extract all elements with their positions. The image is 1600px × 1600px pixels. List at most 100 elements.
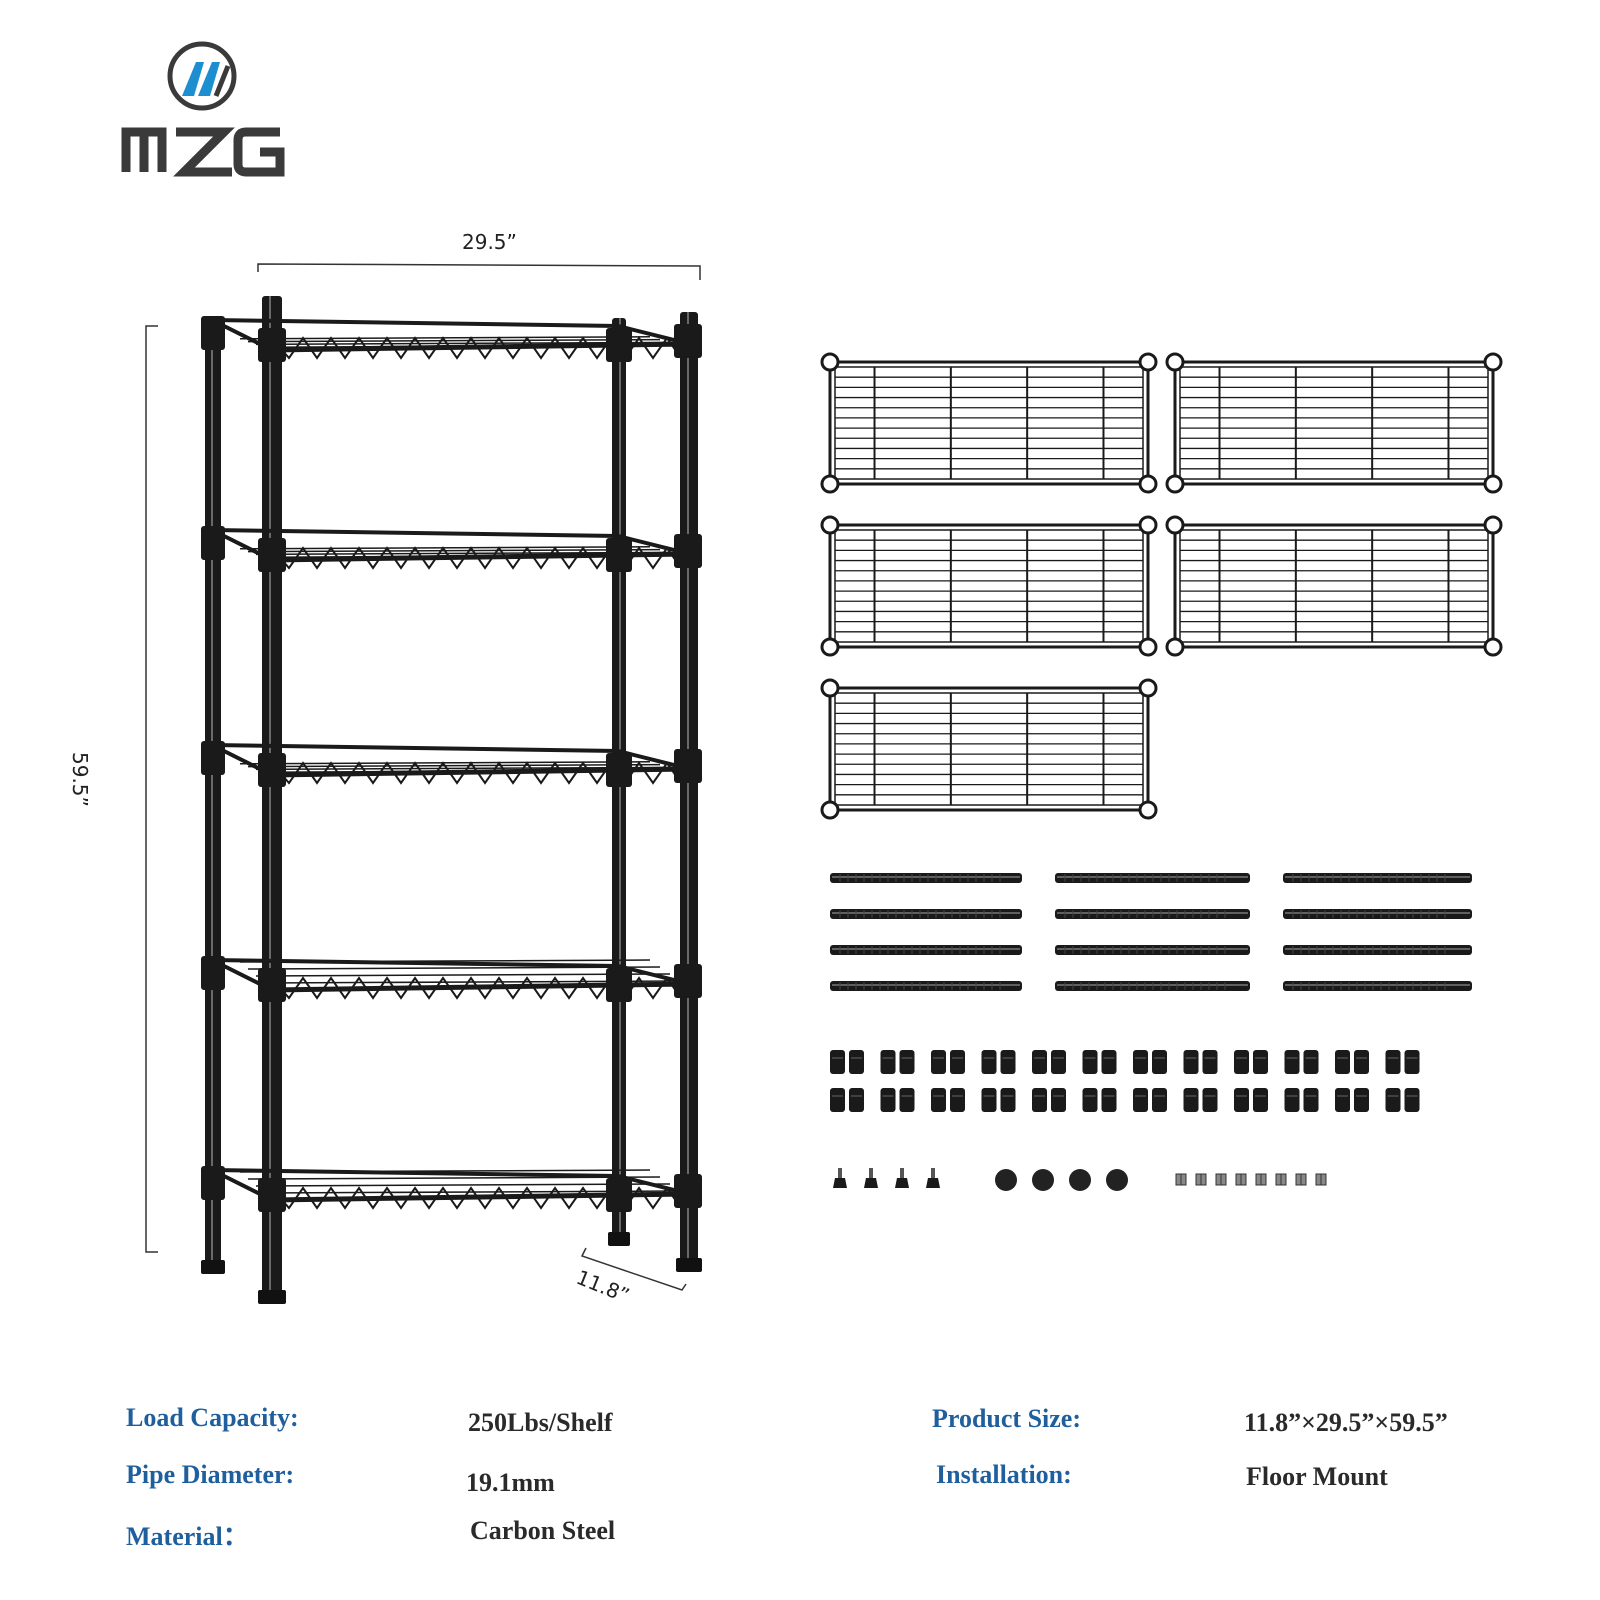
end-cap-icon: [1069, 1169, 1091, 1191]
shelf-wire: [247, 966, 661, 970]
shelf-clip-pair: [981, 1088, 1016, 1112]
pole-segment: [1283, 945, 1472, 955]
shelf-clip-pair: [1133, 1088, 1167, 1112]
panel-inner-frame: [834, 529, 1144, 643]
shelf-clip-pair: [830, 1088, 864, 1112]
shelf-clip-pair: [1284, 1088, 1319, 1112]
clip-half: [1051, 1088, 1066, 1112]
clip-half: [830, 1088, 845, 1112]
panel-corner-ring: [1165, 515, 1185, 535]
wire-shelf-panel: [820, 352, 1158, 494]
shelf-collar: [201, 956, 225, 990]
shelf-wire: [247, 338, 661, 343]
shelf-collar: [674, 324, 702, 358]
shelf-collar: [201, 1166, 225, 1200]
mzg-logo-icon: [121, 41, 285, 177]
pole-body: [830, 981, 1022, 991]
shelf-clip-pair: [1082, 1050, 1117, 1074]
clip-half: [1183, 1088, 1199, 1112]
shelf-clip-pair: [1032, 1088, 1066, 1112]
spec-label-installation: Installation:: [936, 1460, 1072, 1489]
connector-icon: [1295, 1173, 1307, 1186]
clip-half: [1303, 1050, 1319, 1074]
clip-half: [1284, 1088, 1300, 1112]
pole-body: [830, 909, 1022, 919]
shelf-clip-pair: [1385, 1088, 1420, 1112]
clip-half: [1303, 1088, 1319, 1112]
panel-corner-ring: [1483, 352, 1503, 372]
connector-icon: [1235, 1173, 1247, 1186]
clip-half: [1032, 1088, 1047, 1112]
panel-corner-ring: [1138, 515, 1158, 535]
shelf-clip-pair: [1234, 1088, 1268, 1112]
shelf-collar: [606, 1178, 632, 1212]
pole-body: [1283, 873, 1472, 883]
width-dimension-label: 29.5”: [462, 230, 517, 254]
leveling-foot-icon: [676, 1258, 702, 1272]
shelf-collar: [258, 538, 286, 572]
shelving-rack: [201, 296, 702, 1304]
spec-label-load-capacity: Load Capacity:: [126, 1403, 299, 1432]
panel-corner-ring: [820, 474, 840, 494]
shelf-clip-pair: [931, 1088, 965, 1112]
foot-base: [864, 1178, 878, 1188]
shelf-panels: [820, 352, 1503, 820]
clip-half: [1152, 1088, 1167, 1112]
end-cap-icon: [995, 1169, 1017, 1191]
panel-corner-ring: [1138, 352, 1158, 372]
product-illustration: [145, 263, 1503, 1304]
clip-half: [950, 1050, 965, 1074]
clip-half: [830, 1050, 845, 1074]
shelf-back-edge: [211, 958, 619, 968]
connector-icon: [1255, 1173, 1267, 1186]
clip-half: [1082, 1088, 1098, 1112]
pole-body: [830, 873, 1022, 883]
shelf-collar: [606, 968, 632, 1002]
clip-half: [849, 1050, 864, 1074]
hardware-parts: [833, 1168, 1327, 1191]
clip-half: [1284, 1050, 1300, 1074]
panel-frame: [1173, 360, 1495, 486]
clip-half: [1032, 1050, 1047, 1074]
pole-segment: [1283, 909, 1472, 919]
panel-frame: [828, 686, 1150, 812]
shelf-wire: [239, 1169, 651, 1173]
brand-logo: [120, 40, 290, 180]
shelf-wire: [239, 336, 651, 340]
foot-screw: [931, 1168, 935, 1178]
clip-half: [880, 1050, 896, 1074]
shelf-wire: [255, 973, 671, 977]
pole-segment: [830, 909, 1022, 919]
panel-inner-frame: [1179, 366, 1489, 480]
shelf-wire: [255, 551, 671, 556]
clip-half: [899, 1088, 915, 1112]
connector-icon: [1195, 1173, 1207, 1186]
clip-half: [1133, 1088, 1148, 1112]
shelf-collar: [258, 753, 286, 787]
clip-half: [1202, 1088, 1218, 1112]
panel-corner-ring: [1138, 800, 1158, 820]
connector-icon: [1175, 1173, 1187, 1186]
clip-half: [880, 1088, 896, 1112]
pole-segment: [830, 945, 1022, 955]
clip-half: [1000, 1088, 1016, 1112]
rack-shelf: [201, 316, 702, 362]
spec-value-material: Carbon Steel: [470, 1516, 616, 1545]
spec-value-installation: Floor Mount: [1246, 1462, 1388, 1491]
shelf-clip-pair: [1032, 1050, 1066, 1074]
panel-corner-ring: [820, 637, 840, 657]
pole-segment: [1055, 909, 1250, 919]
spec-label-product-size: Product Size:: [932, 1404, 1081, 1433]
end-cap-icon: [1106, 1169, 1128, 1191]
shelf-clip-pair: [880, 1088, 915, 1112]
panel-frame: [828, 523, 1150, 649]
panel-corner-ring: [1165, 352, 1185, 372]
shelf-wire: [255, 766, 671, 771]
clip-half: [1051, 1050, 1066, 1074]
panel-corner-ring: [820, 515, 840, 535]
clip-half: [899, 1050, 915, 1074]
clip-half: [849, 1088, 864, 1112]
shelf-clip-pair: [981, 1050, 1016, 1074]
foot-screw: [869, 1168, 873, 1178]
